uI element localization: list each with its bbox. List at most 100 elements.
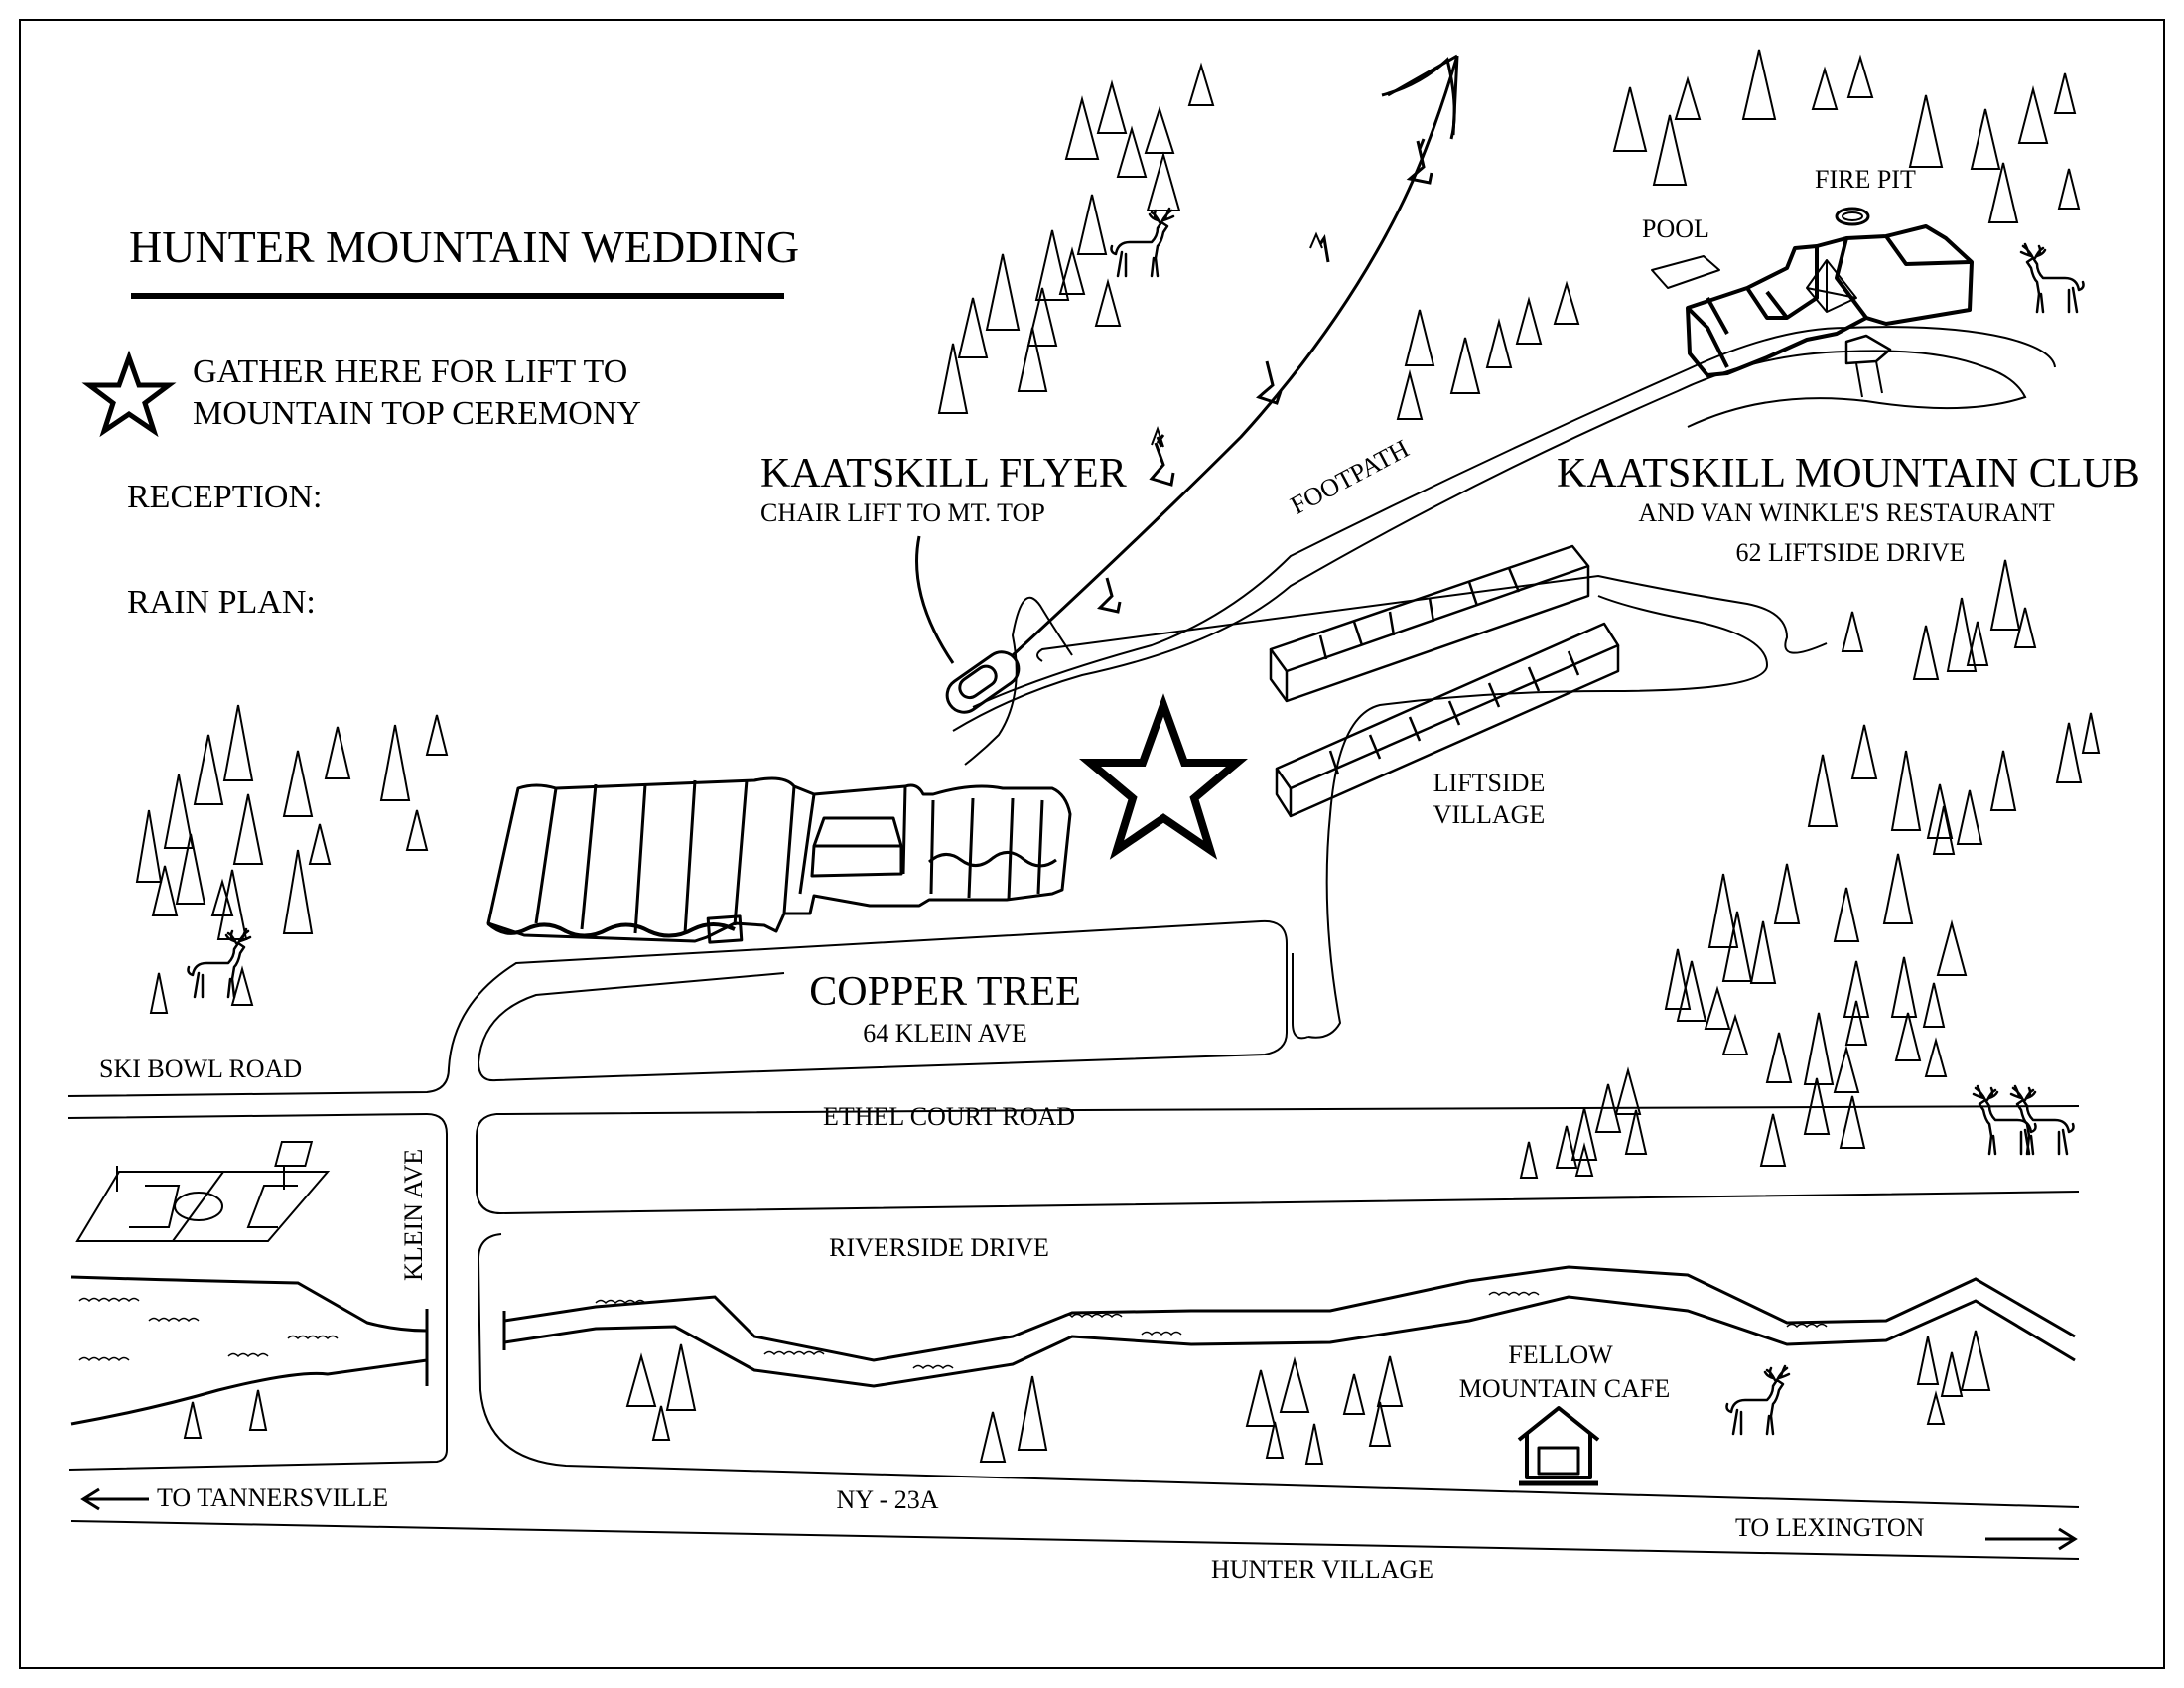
tree-icon [1926,1390,1946,1425]
tree-icon [1342,1373,1366,1415]
rain-plan-label: RAIN PLAN: [127,584,316,621]
riverside-drive-label: RIVERSIDE DRIVE [829,1233,1049,1262]
tree-icon [1890,750,1922,831]
tree-icon [1966,621,1989,666]
basketball-court-icon [75,1141,331,1242]
mountain-club-building-icon[interactable] [1651,207,1974,398]
tree-icon [379,724,411,801]
to-tannersville-label: TO TANNERSVILLE [157,1483,389,1512]
tree-icon [1846,54,1874,98]
tree-icon [1922,982,1946,1028]
tree-icon [425,714,449,756]
tree-icon [248,1389,268,1431]
tree-icon [1279,1356,1310,1413]
tree-icon [937,343,969,414]
tree-icon [308,823,332,865]
tree-icon [1574,1142,1594,1177]
river-waves [78,1291,1828,1370]
tree-icon [1803,1077,1831,1135]
liftside-village-buildings-icon [1269,544,1620,818]
tree-icon [2057,168,2081,210]
tree-icon [1396,369,1424,420]
tree-icon [1960,1330,1991,1391]
tree-icon [183,1401,203,1439]
tree-icon [1841,611,1864,652]
tree-icon [1116,125,1148,178]
tree-icon [230,965,254,1006]
tree-icon [1515,296,1543,345]
tree-icon [1624,1109,1648,1155]
deer-icon [1725,1364,1791,1436]
copper-tree-building-icon [486,776,1072,944]
tree-icon [1811,66,1839,110]
fire-pit-label: FIRE PIT [1815,165,1916,194]
tree-icon [2017,85,2049,144]
tree-icon [1485,318,1513,368]
tree-icon [979,1411,1007,1463]
tree-icon [1970,108,2001,170]
copper-tree-label[interactable]: COPPER TREE [809,969,1081,1015]
kaatskill-flyer-label[interactable]: KAATSKILL FLYER [760,451,1127,496]
hunter-village-label: HUNTER VILLAGE [1210,1555,1434,1584]
tree-icon [1749,920,1777,984]
tree-icon [1265,1421,1285,1459]
tree-icon [1807,754,1839,827]
tree-icon [1017,327,1048,392]
cabin-icon [1517,1406,1600,1486]
mountain-club-label[interactable]: KAATSKILL MOUNTAIN CLUB [1557,451,2140,496]
tree-icon [1064,95,1100,160]
tree-icon [1924,1037,1948,1077]
tree-icon [1652,114,1688,186]
tree-icon [1368,1401,1392,1447]
tree-icon [1187,62,1215,106]
tree-icon [175,833,206,905]
river [70,1265,2076,1426]
tree-icon [985,253,1021,331]
tree-icon [1614,1066,1642,1115]
tree-icon [1843,960,1870,1018]
tree-icon [1570,1107,1598,1161]
liftside-village-label-line1: LIFTSIDE [1433,769,1546,797]
tree-icon [135,809,163,883]
tree-icon [1519,1141,1539,1179]
tree-icon [1894,1012,1922,1061]
page-title: HUNTER MOUNTAIN WEDDING [129,221,800,272]
tree-icon [1034,229,1070,301]
gather-star-icon[interactable] [1078,693,1249,860]
tree-icon [1674,75,1702,120]
tree-icon [1956,789,1983,845]
tree-icon [1076,194,1108,255]
tree-icon [324,726,351,779]
cafe-label-line1: FELLOW [1508,1340,1613,1369]
tree-icon [1833,1045,1860,1093]
tree-icon [2055,722,2083,783]
tree-icon [1404,309,1435,366]
tree-icon [1932,805,1956,855]
legend-star-text-line2: MOUNTAIN TOP CEREMONY [193,395,641,432]
tree-icon [1833,887,1860,942]
copper-tree-address: 64 KLEIN AVE [863,1019,1027,1048]
tree-icon [1989,750,2017,811]
tree-icon [1987,162,2019,223]
tree-icon [1094,278,1122,327]
ethel-court-road-label: ETHEL COURT ROAD [822,1102,1076,1131]
tree-icon [1304,1423,1324,1465]
tree-icon [1058,246,1086,295]
trees [135,49,2101,1465]
tree-icon [1890,956,1918,1018]
tree-icon [1553,280,1580,325]
arrow-right-icon [1985,1527,2078,1551]
tree-icon [282,849,314,934]
tree-icon [1017,1375,1048,1451]
pool-label: POOL [1642,214,1709,243]
liftside-village-label-line2: VILLAGE [1433,800,1546,829]
tree-icon [1612,86,1648,152]
legend-star-icon [81,350,177,438]
tree-icon [1721,1013,1749,1055]
tree-icon [1676,960,1707,1022]
tree-icon [1916,1336,1940,1385]
kaatskill-flyer-sub: CHAIR LIFT TO MT. TOP [760,498,1045,527]
tree-icon [1245,1369,1277,1427]
mountain-club-sub: AND VAN WINKLE'S RESTAURANT [1638,498,2055,527]
map-frame [19,19,2165,1669]
